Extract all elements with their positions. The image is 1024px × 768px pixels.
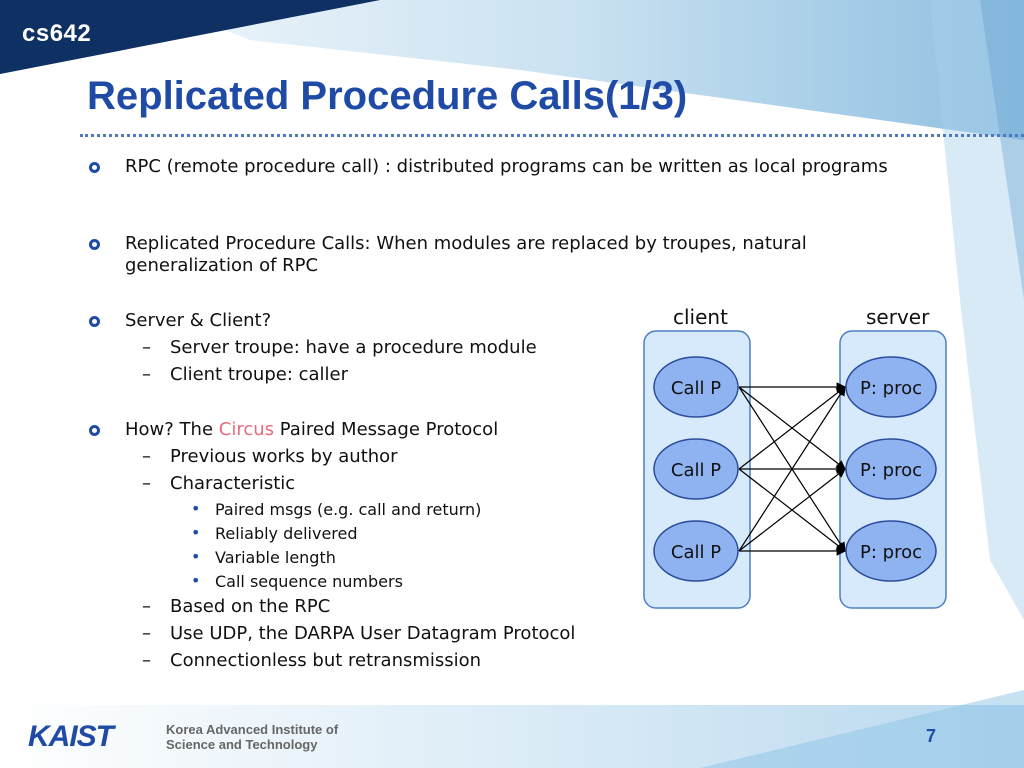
dash-bullet-icon: –	[142, 596, 151, 617]
sub-bullet: – Server troupe: have a procedure module	[142, 337, 640, 359]
bullet-rpc: RPC (remote procedure call) : distribute…	[89, 156, 905, 178]
ring-bullet-icon	[89, 316, 100, 327]
ring-bullet-icon	[89, 239, 100, 250]
institute-line-1: Korea Advanced Institute of	[166, 722, 339, 737]
sub-bullet: – Characteristic	[142, 473, 640, 495]
sub-bullet-text: Server troupe: have a procedure module	[170, 337, 537, 358]
dash-bullet-icon: –	[142, 473, 151, 494]
sub-sub-bullet-text: Paired msgs (e.g. call and return)	[215, 500, 482, 519]
bullet-text-suffix: Paired Message Protocol	[274, 419, 499, 440]
dot-bullet-icon: •	[191, 571, 201, 590]
bullet-replicated: Replicated Procedure Calls: When modules…	[89, 233, 915, 277]
sub-bullet-text: Previous works by author	[170, 446, 398, 467]
bullet-text-prefix: How? The	[125, 419, 219, 440]
institute-line-2: Science and Technology	[166, 737, 318, 752]
dash-bullet-icon: –	[142, 337, 151, 358]
sub-bullet-text: Based on the RPC	[170, 596, 331, 617]
sub-bullet-text: Characteristic	[170, 473, 296, 494]
server-label: server	[866, 305, 930, 329]
sub-bullet-text: Use UDP, the DARPA User Datagram Protoco…	[170, 623, 576, 644]
dot-bullet-icon: •	[191, 547, 201, 566]
sub-bullet-text: Client troupe: caller	[170, 364, 349, 385]
title-divider	[80, 134, 1024, 137]
client-label: client	[673, 305, 728, 329]
page-number: 7	[926, 726, 937, 746]
sub-sub-bullet: • Variable length	[191, 547, 635, 568]
dash-bullet-icon: –	[142, 364, 151, 385]
dash-bullet-icon: –	[142, 623, 151, 644]
sub-sub-bullet: • Paired msgs (e.g. call and return)	[191, 499, 635, 520]
bullet-text: Server & Client?	[125, 310, 272, 331]
circus-highlight: Circus	[218, 419, 275, 440]
dash-bullet-icon: –	[142, 446, 151, 467]
sub-sub-bullet: • Call sequence numbers	[191, 571, 635, 592]
bullet-text: RPC (remote procedure call) : distribute…	[125, 156, 888, 177]
ring-bullet-icon	[89, 162, 100, 173]
sub-sub-bullet: • Reliably delivered	[191, 523, 635, 544]
sub-bullet: – Client troupe: caller	[142, 364, 640, 386]
sub-bullet-text: Connectionless but retransmission	[170, 650, 482, 671]
institute-name: Korea Advanced Institute of Science and …	[166, 722, 338, 752]
sub-sub-bullet-text: Call sequence numbers	[215, 572, 403, 591]
sub-sub-bullet-text: Reliably delivered	[215, 524, 358, 543]
slide-title: Replicated Procedure Calls(1/3)	[87, 74, 688, 118]
dash-bullet-icon: –	[142, 650, 151, 671]
sub-sub-bullet-text: Variable length	[215, 548, 336, 567]
ring-bullet-icon	[89, 425, 100, 436]
bullet-server-client: Server & Client?	[89, 310, 605, 332]
dot-bullet-icon: •	[191, 523, 201, 542]
dot-bullet-icon: •	[191, 499, 201, 518]
bullet-how: How? The Circus Paired Message Protocol	[89, 419, 605, 441]
sub-bullet: – Use UDP, the DARPA User Datagram Proto…	[142, 623, 640, 645]
course-code: cs642	[22, 20, 92, 47]
sub-bullet: – Connectionless but retransmission	[142, 650, 640, 672]
kaist-logo: KAIST	[28, 720, 114, 753]
sub-bullet: – Based on the RPC	[142, 596, 640, 618]
bullet-text: Replicated Procedure Calls: When modules…	[125, 233, 807, 276]
sub-bullet: – Previous works by author	[142, 446, 640, 468]
